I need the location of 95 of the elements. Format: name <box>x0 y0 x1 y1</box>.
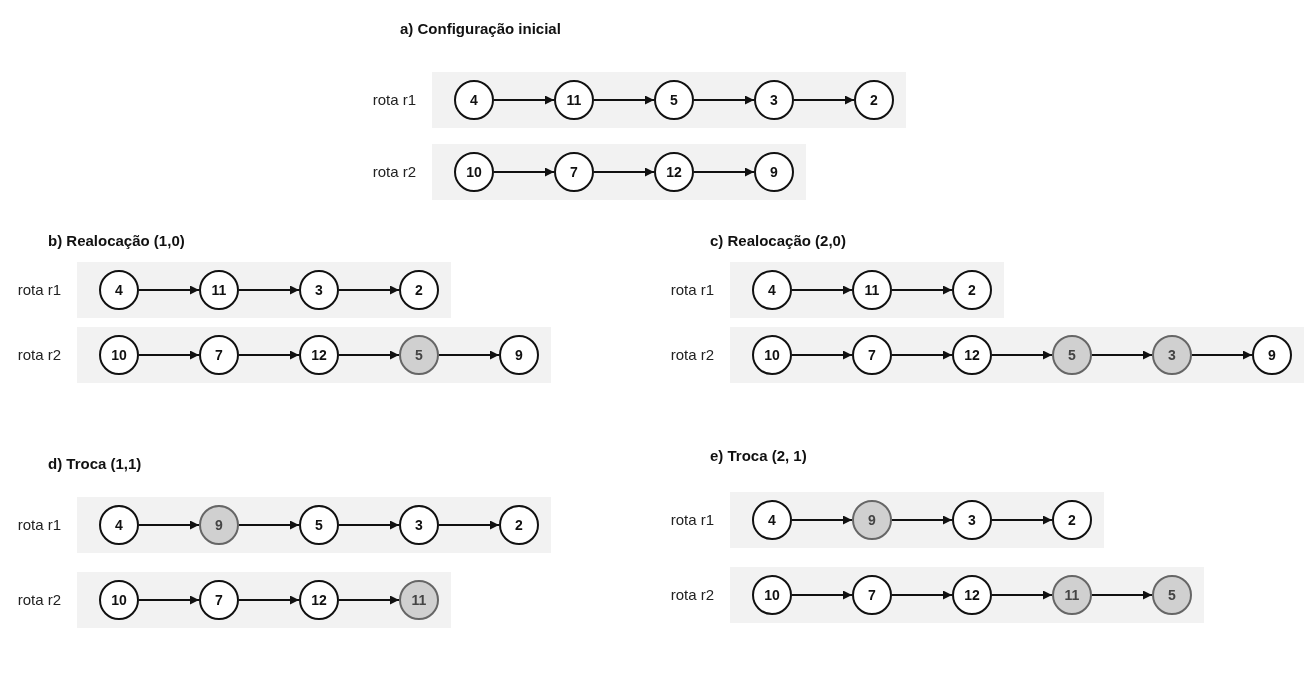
arrow <box>891 350 953 360</box>
arrow <box>493 95 555 105</box>
route-label: rota r2 <box>17 591 61 608</box>
node-circle: 2 <box>1052 500 1092 540</box>
route-label: rota r2 <box>670 346 714 363</box>
arrow <box>438 520 500 530</box>
route-label: rota r2 <box>670 586 714 603</box>
node-circle: 9 <box>852 500 892 540</box>
node-circle: 10 <box>99 335 139 375</box>
arrow <box>991 590 1053 600</box>
node-circle: 12 <box>952 335 992 375</box>
node-circle: 2 <box>854 80 894 120</box>
node-circle: 9 <box>499 335 539 375</box>
node-circle: 2 <box>399 270 439 310</box>
arrow <box>1091 590 1153 600</box>
arrow <box>238 285 300 295</box>
route-label: rota r1 <box>670 511 714 528</box>
node-circle: 7 <box>554 152 594 192</box>
node-circle: 7 <box>199 580 239 620</box>
node-circle: 3 <box>1152 335 1192 375</box>
route-label: rota r1 <box>17 516 61 533</box>
node-circle: 4 <box>752 500 792 540</box>
node-circle: 10 <box>454 152 494 192</box>
arrow <box>891 515 953 525</box>
arrow <box>138 595 200 605</box>
node-circle: 3 <box>952 500 992 540</box>
route-label: rota r2 <box>372 163 416 180</box>
node-circle: 4 <box>99 270 139 310</box>
node-circle: 3 <box>399 505 439 545</box>
arrow <box>438 350 500 360</box>
arrow <box>138 520 200 530</box>
arrow <box>338 520 400 530</box>
node-circle: 11 <box>399 580 439 620</box>
node-circle: 7 <box>199 335 239 375</box>
node-circle: 11 <box>554 80 594 120</box>
arrow <box>593 95 655 105</box>
node-circle: 10 <box>752 335 792 375</box>
node-circle: 11 <box>199 270 239 310</box>
panel-title: c) Realocação (2,0) <box>710 232 846 249</box>
node-circle: 12 <box>654 152 694 192</box>
node-circle: 10 <box>99 580 139 620</box>
node-circle: 12 <box>952 575 992 615</box>
route-label: rota r1 <box>670 281 714 298</box>
arrow <box>593 167 655 177</box>
node-circle: 7 <box>852 575 892 615</box>
node-circle: 12 <box>299 335 339 375</box>
node-circle: 4 <box>99 505 139 545</box>
node-circle: 5 <box>654 80 694 120</box>
node-circle: 4 <box>752 270 792 310</box>
arrow <box>693 167 755 177</box>
arrow <box>338 350 400 360</box>
node-circle: 10 <box>752 575 792 615</box>
node-circle: 4 <box>454 80 494 120</box>
arrow <box>138 285 200 295</box>
route-label: rota r1 <box>372 91 416 108</box>
panel-title: e) Troca (2, 1) <box>710 447 807 464</box>
route-label: rota r1 <box>17 281 61 298</box>
node-circle: 7 <box>852 335 892 375</box>
route-label: rota r2 <box>17 346 61 363</box>
node-circle: 5 <box>399 335 439 375</box>
arrow <box>891 590 953 600</box>
node-circle: 9 <box>754 152 794 192</box>
node-circle: 3 <box>754 80 794 120</box>
arrow <box>338 595 400 605</box>
node-circle: 9 <box>1252 335 1292 375</box>
arrow <box>991 515 1053 525</box>
node-circle: 5 <box>1152 575 1192 615</box>
arrow <box>791 590 853 600</box>
node-circle: 2 <box>952 270 992 310</box>
panel-title: b) Realocação (1,0) <box>48 232 185 249</box>
arrow <box>338 285 400 295</box>
arrow <box>693 95 755 105</box>
arrow <box>791 285 853 295</box>
node-circle: 11 <box>852 270 892 310</box>
node-circle: 9 <box>199 505 239 545</box>
panel-title: d) Troca (1,1) <box>48 455 142 472</box>
node-circle: 5 <box>299 505 339 545</box>
node-circle: 3 <box>299 270 339 310</box>
node-circle: 5 <box>1052 335 1092 375</box>
node-circle: 2 <box>499 505 539 545</box>
node-circle: 11 <box>1052 575 1092 615</box>
arrow <box>238 595 300 605</box>
arrow <box>238 520 300 530</box>
arrow <box>891 285 953 295</box>
arrow <box>493 167 555 177</box>
arrow <box>991 350 1053 360</box>
arrow <box>1191 350 1253 360</box>
arrow <box>138 350 200 360</box>
arrow <box>1091 350 1153 360</box>
arrow <box>791 350 853 360</box>
arrow <box>793 95 855 105</box>
node-circle: 12 <box>299 580 339 620</box>
arrow <box>791 515 853 525</box>
panel-title: a) Configuração inicial <box>400 20 561 37</box>
arrow <box>238 350 300 360</box>
